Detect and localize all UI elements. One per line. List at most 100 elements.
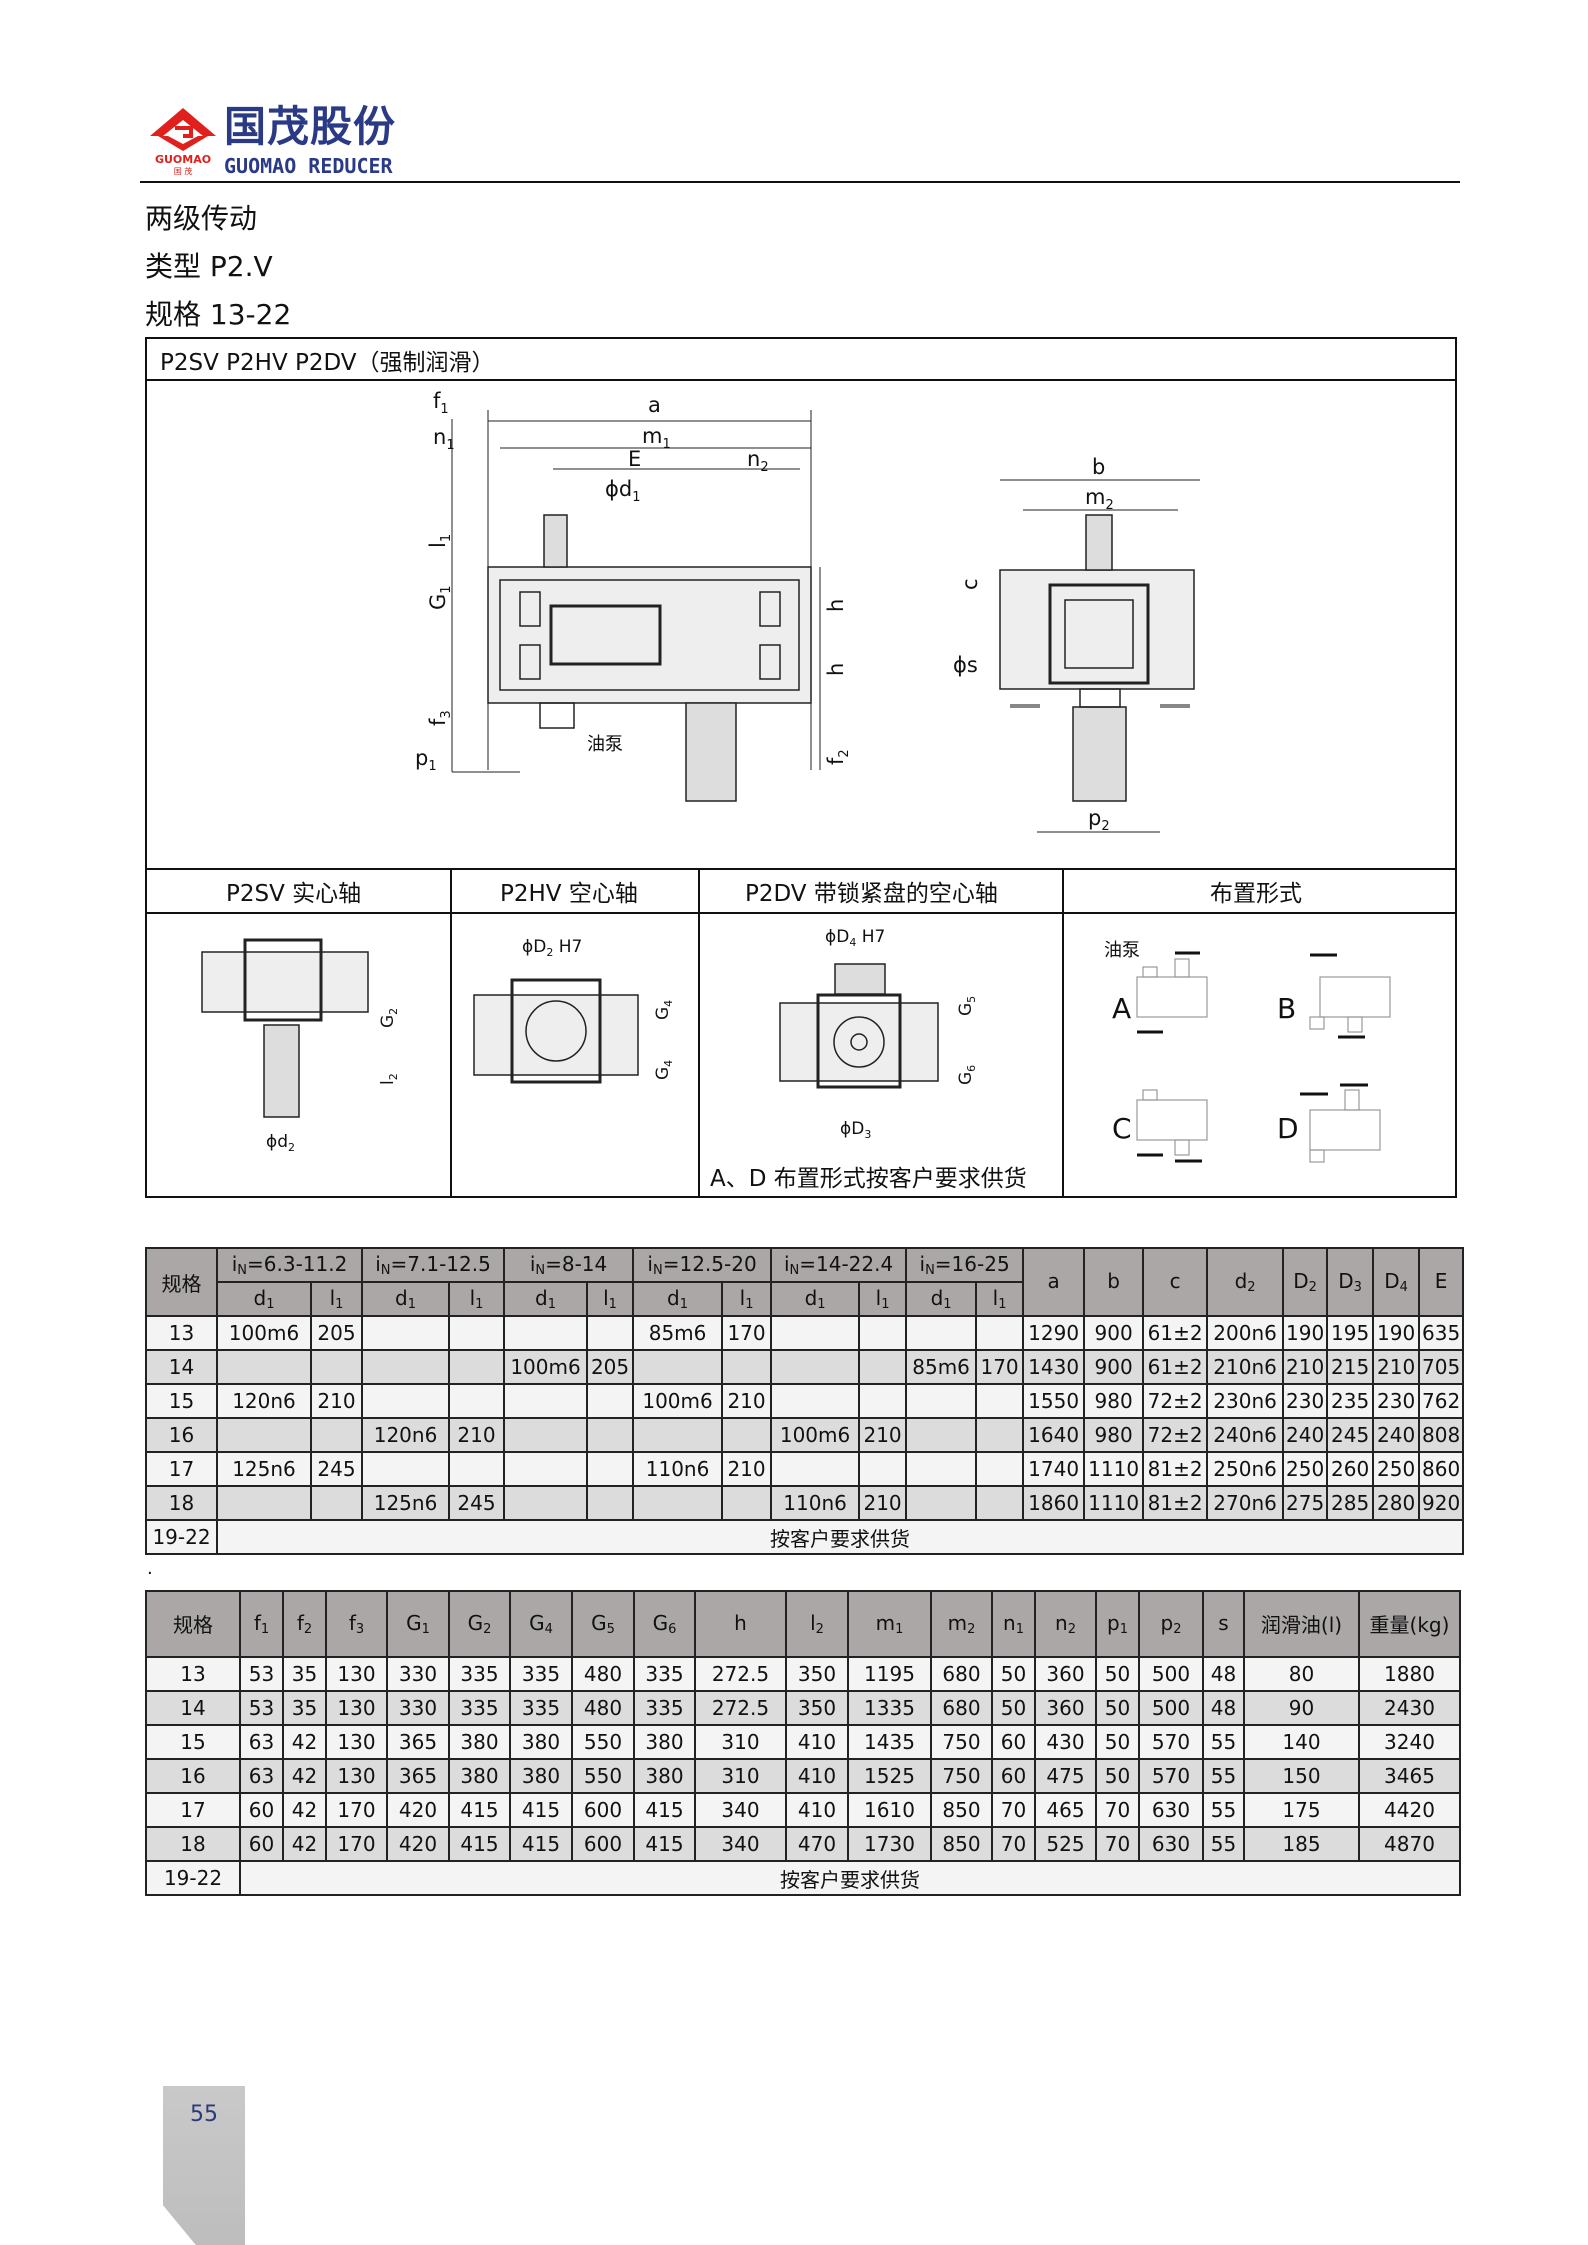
dim-n2: n2 xyxy=(747,447,769,475)
table-cell: 550 xyxy=(571,1758,635,1794)
table-cell: 50 xyxy=(991,1656,1036,1692)
table-cell: 1860 xyxy=(1022,1485,1086,1521)
table-cell: 14 xyxy=(145,1349,218,1385)
header-l1: l1 xyxy=(586,1281,635,1317)
table-cell: 1640 xyxy=(1022,1417,1086,1453)
table-cell xyxy=(905,1383,978,1419)
table-cell xyxy=(309,1349,364,1385)
table-cell xyxy=(721,1417,773,1453)
table-cell: 210 xyxy=(858,1417,908,1453)
header-subscript: 2 xyxy=(1247,1280,1256,1295)
header-l1: l1 xyxy=(309,1281,364,1317)
table-cell: 16 xyxy=(145,1417,218,1453)
header-text: 润滑油(l) xyxy=(1260,1613,1343,1637)
table-cell: 60 xyxy=(991,1724,1036,1760)
table-cell: 175 xyxy=(1243,1792,1360,1828)
header-subscript: 2 xyxy=(967,1622,976,1637)
table-cell: 205 xyxy=(309,1315,364,1351)
header-subscript: 3 xyxy=(355,1622,365,1637)
table-cell: 415 xyxy=(509,1792,573,1828)
table-cell: 380 xyxy=(633,1758,696,1794)
header-subscript: N xyxy=(789,1263,800,1278)
table-cell: 550 xyxy=(571,1724,635,1760)
table-cell: 245 xyxy=(448,1485,506,1521)
table-cell: 190 xyxy=(1282,1315,1329,1351)
table-cell: 185 xyxy=(1243,1826,1360,1862)
drawing-frame xyxy=(145,337,1457,1198)
table-cell: 170 xyxy=(325,1792,388,1828)
table-cell: 480 xyxy=(571,1656,635,1692)
dim-n1: n1 xyxy=(433,425,455,453)
table-cell: 210 xyxy=(1372,1349,1421,1385)
table-cell: 1435 xyxy=(847,1724,932,1760)
table-cell: 240 xyxy=(1372,1417,1421,1453)
table-cell xyxy=(361,1315,451,1351)
table-cell: 13 xyxy=(145,1315,218,1351)
header-subscript: 1 xyxy=(1119,1622,1128,1637)
header-d1: d1 xyxy=(216,1281,312,1317)
header-text: i xyxy=(375,1252,381,1276)
table-cell: 980 xyxy=(1083,1383,1145,1419)
table-cell: 1290 xyxy=(1022,1315,1086,1351)
header-text: 规格 xyxy=(173,1613,213,1637)
stray-dot: . xyxy=(147,1558,153,1579)
table-cell: 380 xyxy=(448,1758,511,1794)
header-subscript: 1 xyxy=(266,1297,275,1312)
table-cell: 150 xyxy=(1243,1758,1360,1794)
table-cell xyxy=(503,1417,589,1453)
header-col: m2 xyxy=(930,1590,993,1658)
header-subscript: 6 xyxy=(668,1622,677,1637)
header-text: d xyxy=(535,1286,548,1310)
table-cell: 50 xyxy=(991,1690,1036,1726)
header-subscript: 1 xyxy=(881,1297,890,1312)
table-cell xyxy=(361,1383,451,1419)
table-cell: 16 xyxy=(145,1758,241,1794)
header-subscript: 2 xyxy=(815,1622,824,1637)
header-subscript: N xyxy=(380,1263,391,1278)
table-cell: 500 xyxy=(1138,1690,1204,1726)
table-cell xyxy=(858,1349,908,1385)
header-text: E xyxy=(1434,1269,1448,1293)
table-cell xyxy=(975,1485,1025,1521)
p2hv-drawing xyxy=(473,978,639,1084)
table-cell: 245 xyxy=(1326,1417,1375,1453)
table-cell: 42 xyxy=(282,1758,327,1794)
table-cell: 125n6 xyxy=(216,1451,312,1487)
table-cell: 475 xyxy=(1034,1758,1097,1794)
header-subscript: 1 xyxy=(260,1622,270,1637)
header-text: m xyxy=(875,1611,896,1635)
header-col: f1 xyxy=(239,1590,284,1658)
header-col: 重量(kg) xyxy=(1358,1590,1461,1658)
table-cell: 310 xyxy=(694,1724,787,1760)
header-subscript: 2 xyxy=(303,1622,313,1637)
header-d1: d1 xyxy=(503,1281,589,1317)
table-cell: 210 xyxy=(721,1451,773,1487)
header-size: 规格 xyxy=(145,1247,218,1317)
table-cell: 53 xyxy=(239,1690,284,1726)
table-cell xyxy=(448,1315,506,1351)
table-cell: 130 xyxy=(325,1690,388,1726)
header-text: f xyxy=(296,1611,304,1635)
header-subscript: 2 xyxy=(483,1622,492,1637)
table-cell: 55 xyxy=(1202,1758,1245,1794)
table-cell: 15 xyxy=(145,1724,241,1760)
table-cell: 61±2 xyxy=(1142,1315,1209,1351)
table-cell: 1110 xyxy=(1083,1485,1145,1521)
table-cell: 210n6 xyxy=(1206,1349,1285,1385)
table-cell: 600 xyxy=(571,1792,635,1828)
header-text: s xyxy=(1218,1611,1229,1635)
table-cell: 335 xyxy=(633,1656,696,1692)
table-cell xyxy=(632,1349,724,1385)
table-cell: 13 xyxy=(145,1656,241,1692)
header-ratio-group: iN=16-25 xyxy=(905,1247,1025,1283)
table-cell: 250 xyxy=(1372,1451,1421,1487)
table-cell: 50 xyxy=(1095,1758,1140,1794)
panel-header-p2hv: P2HV 空心轴 xyxy=(500,881,638,907)
header-text: G xyxy=(591,1611,607,1635)
header-subscript: 1 xyxy=(745,1297,754,1312)
